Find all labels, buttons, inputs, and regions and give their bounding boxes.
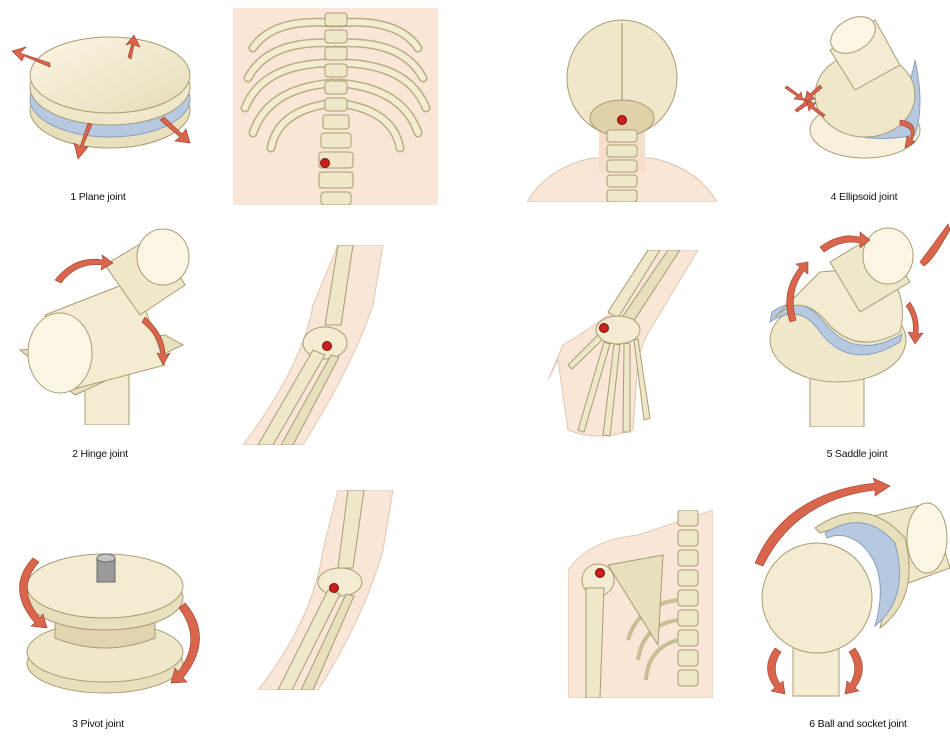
head-neck-illustration bbox=[527, 18, 717, 202]
ball-and-socket-joint-caption: 6 Ball and socket joint bbox=[809, 718, 907, 730]
joint-marker bbox=[596, 569, 605, 578]
saddle-joint-caption: 5 Saddle joint bbox=[827, 448, 888, 460]
plane-joint-caption: 1 Plane joint bbox=[70, 191, 125, 203]
elbow-illustration-upper bbox=[243, 245, 383, 445]
elbow-illustration-lower bbox=[258, 490, 398, 690]
joint-marker bbox=[323, 342, 332, 351]
shoulder-illustration bbox=[568, 510, 713, 698]
joint-marker bbox=[600, 324, 609, 333]
hinge-joint-model bbox=[15, 225, 195, 425]
hinge-joint-caption: 2 Hinge joint bbox=[72, 448, 128, 460]
thorax-spine-illustration bbox=[233, 8, 438, 205]
plane-joint-model bbox=[10, 25, 200, 160]
pivot-joint-caption: 3 Pivot joint bbox=[72, 718, 124, 730]
joint-marker bbox=[618, 116, 627, 125]
pivot-joint-model bbox=[5, 528, 215, 698]
joint-marker bbox=[321, 159, 330, 168]
ball-and-socket-joint-model bbox=[745, 478, 950, 700]
hand-wrist-illustration bbox=[548, 250, 703, 442]
ellipsoid-joint-caption: 4 Ellipsoid joint bbox=[831, 191, 898, 203]
saddle-joint-model bbox=[760, 222, 950, 427]
ellipsoid-joint-model bbox=[775, 10, 950, 165]
joint-marker bbox=[330, 584, 339, 593]
